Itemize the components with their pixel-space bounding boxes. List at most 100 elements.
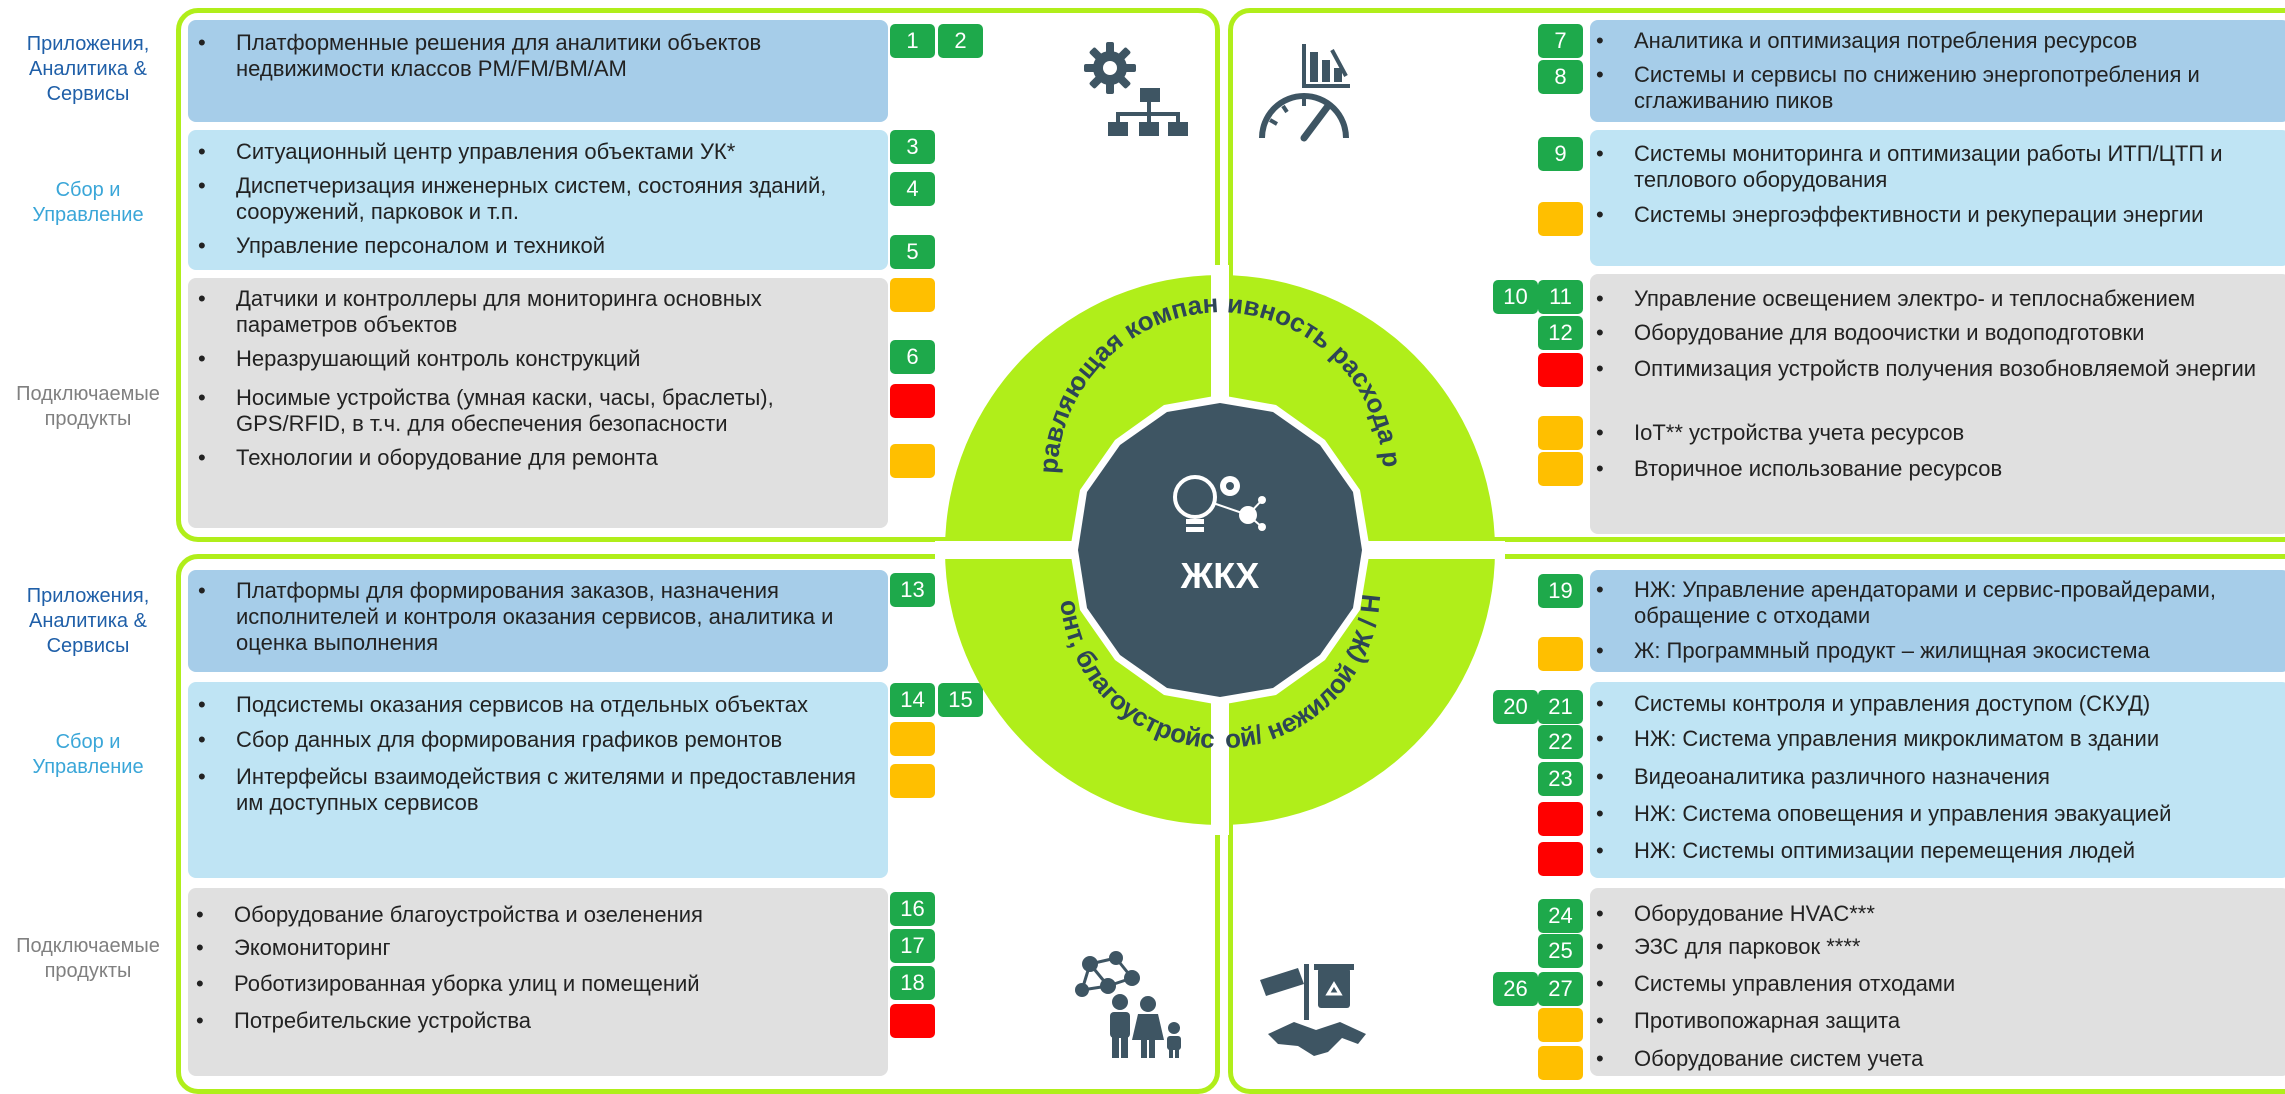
br-collect-item-2: •НЖ: Система управления микроклиматом в … [1596, 726, 2160, 751]
tr-collect-item-1: •Системы мониторинга и оптимизации работ… [1596, 141, 2223, 192]
tr-apps-box [1590, 20, 2285, 122]
tl-connect-item-2: •Неразрушающий контроль конструкций [198, 346, 641, 371]
badge-11: 11 [1538, 280, 1583, 314]
badge-14: 14 [890, 683, 935, 717]
br-apps-box [1590, 570, 2285, 672]
status-badge-yellow [890, 722, 935, 756]
tr-connect-item-1: •Управление освещением электро- и теплос… [1596, 286, 2196, 311]
row-label-connect-top: Подключаемые продукты [16, 383, 160, 430]
camera-recycle-handshake-icon [1260, 964, 1366, 1056]
bl-collect-item-1: •Подсистемы оказания сервисов на отдельн… [198, 692, 808, 717]
frame-top-right [1228, 8, 2285, 542]
badge-22: 22 [1538, 725, 1583, 759]
bl-connect-item-4: •Потребительские устройства [196, 1008, 531, 1033]
br-collect-box [1590, 682, 2285, 878]
badge-19: 19 [1538, 574, 1583, 608]
tl-apps-item-1: •Платформенные решения для аналитики объ… [198, 30, 762, 81]
status-badge-red [890, 1004, 935, 1038]
row-label-collect-top: Сбор и Управление [32, 179, 144, 226]
badge-23: 23 [1538, 762, 1583, 796]
status-badge-yellow [890, 764, 935, 798]
bl-connect-box [188, 888, 888, 1076]
chart-gauge-icon [1259, 44, 1350, 142]
status-badge-yellow [1538, 452, 1583, 486]
status-badge-yellow [890, 444, 935, 478]
br-connect-item-3: •Системы управления отходами [1596, 971, 1956, 996]
br-connect-item-4: •Противопожарная защита [1596, 1008, 1901, 1033]
row-label-collect-bottom: Сбор и Управление [32, 731, 144, 778]
bl-collect-box [188, 682, 888, 878]
br-collect-item-1: •Системы контроля и управления доступом … [1596, 691, 2151, 716]
tr-connect-item-2: •Оборудование для водоочистки и водоподг… [1596, 320, 2145, 345]
row-label-apps-top: Приложения, Аналитика & Сервисы [26, 33, 150, 105]
badge-3: 3 [890, 130, 935, 164]
tr-apps-item-2: •Системы и сервисы по снижению энергопот… [1596, 62, 2200, 113]
tl-connect-item-1: •Датчики и контроллеры для мониторинга о… [198, 286, 762, 337]
status-badge-red [1538, 802, 1583, 836]
tl-connect-item-4: •Технологии и оборудование для ремонта [198, 445, 658, 470]
bl-collect-item-2: •Сбор данных для формирования графиков р… [198, 727, 783, 752]
tl-collect-box [188, 130, 888, 270]
badge-2: 2 [938, 24, 983, 58]
br-connect-item-2: •ЭЗС для парковок **** [1596, 934, 1861, 959]
family-network-icon [1075, 951, 1181, 1058]
badge-24: 24 [1538, 899, 1583, 933]
tr-connect-item-5: •Вторичное использование ресурсов [1596, 456, 2003, 481]
status-badge-yellow [1538, 1008, 1583, 1042]
bl-apps-box [188, 570, 888, 672]
status-badge-yellow [1538, 416, 1583, 450]
gear-org-chart-icon [1084, 42, 1188, 136]
badge-9: 9 [1538, 137, 1583, 171]
status-badge-yellow [1538, 1046, 1583, 1080]
badge-26: 26 [1493, 972, 1538, 1006]
badge-13: 13 [890, 573, 935, 607]
badge-21: 21 [1538, 690, 1583, 724]
br-connect-item-1: •Оборудование HVAC*** [1596, 901, 1875, 926]
badge-16: 16 [890, 892, 935, 926]
br-apps-item-2: •Ж: Программный продукт – жилищная экоси… [1596, 638, 2150, 663]
tl-collect-item-3: •Управление персоналом и техникой [198, 233, 606, 258]
badge-18: 18 [890, 966, 935, 1000]
status-badge-yellow [1538, 637, 1583, 671]
hub-title: ЖКХ [1180, 555, 1260, 596]
badge-27: 27 [1538, 972, 1583, 1006]
tr-apps-item-1: •Аналитика и оптимизация потребления рес… [1596, 28, 2138, 53]
bl-apps-item-1: •Платформы для формирования заказов, наз… [198, 578, 834, 655]
br-connect-box [1590, 888, 2285, 1076]
tr-collect-item-2: •Системы энергоэффективности и рекуперац… [1596, 202, 2204, 227]
row-label-apps-bottom: Приложения, Аналитика & Сервисы [26, 585, 150, 657]
status-badge-red [890, 384, 935, 418]
badge-15: 15 [938, 683, 983, 717]
tr-connect-box [1590, 274, 2285, 534]
badge-25: 25 [1538, 934, 1583, 968]
badge-17: 17 [890, 929, 935, 963]
badge-6: 6 [890, 340, 935, 374]
status-badge-yellow [890, 278, 935, 312]
status-badge-red [1538, 353, 1583, 387]
tl-connect-item-3: •Носимые устройства (умная каски, часы, … [198, 385, 774, 436]
badge-4: 4 [890, 172, 935, 206]
br-collect-item-4: •НЖ: Система оповещения и управления эва… [1596, 801, 2172, 826]
bl-connect-item-2: •Экомониторинг [196, 935, 391, 960]
hub-core [1078, 403, 1362, 697]
badge-1: 1 [890, 24, 935, 58]
lightbulb-gear-icon [1173, 475, 1266, 532]
tl-collect-item-2: •Диспетчеризация инженерных систем, сост… [198, 173, 827, 224]
tr-connect-item-4: •IoT** устройства учета ресурсов [1596, 420, 1965, 445]
status-badge-yellow [1538, 202, 1583, 236]
badge-10: 10 [1493, 280, 1538, 314]
tr-collect-box [1590, 130, 2285, 266]
bl-connect-item-3: •Роботизированная уборка улиц и помещени… [196, 971, 700, 996]
tr-connect-item-3: •Оптимизация устройств получения возобно… [1596, 356, 2257, 381]
bl-collect-item-3: •Интерфейсы взаимодействия с жителями и … [198, 764, 856, 815]
badge-12: 12 [1538, 316, 1583, 350]
badge-8: 8 [1538, 60, 1583, 94]
br-apps-item-1: •НЖ: Управление арендаторами и сервис-пр… [1596, 577, 2216, 628]
badge-7: 7 [1538, 24, 1583, 58]
tl-apps-box [188, 20, 888, 122]
status-badge-red [1538, 842, 1583, 876]
tl-collect-item-1: •Ситуационный центр управления объектами… [198, 139, 736, 164]
badge-20: 20 [1493, 690, 1538, 724]
br-connect-item-5: •Оборудование систем учета [1596, 1046, 1924, 1071]
